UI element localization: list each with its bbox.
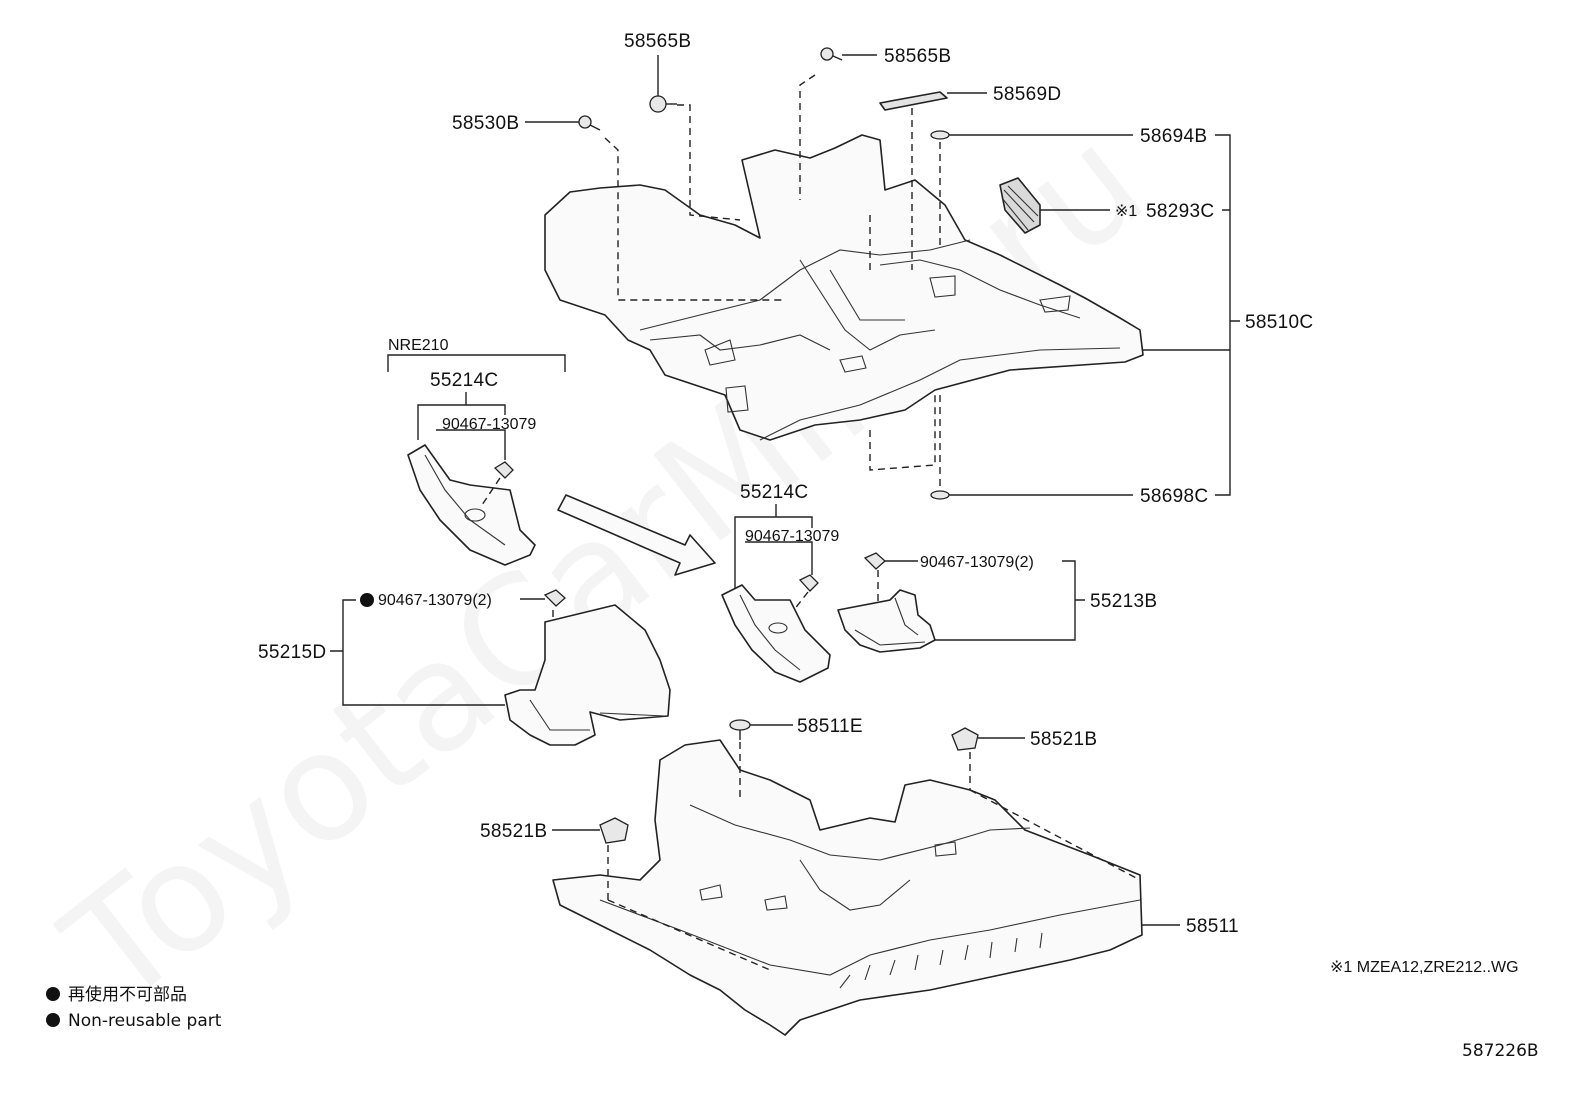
label-58511E: 58511E [797,716,863,737]
footnote-models: ※1 MZEA12,ZRE212..WG [1330,959,1519,976]
label-58569D: 58569D [993,84,1061,105]
bracket-nre210 [387,354,566,372]
floor-silencer-58511 [552,739,1143,1036]
clip-90467-center [798,574,819,592]
non-reusable-dot-left [360,593,374,607]
clip-58521B-right [951,727,979,751]
clip-90467-2-left [543,589,566,607]
label-55214C-center: 55214C [740,482,808,503]
grommet-58698C [930,490,950,500]
clip-58511E [729,719,751,740]
floor-mat-58293C [999,177,1041,234]
scuff-plate-55214C-left [407,444,536,566]
label-58521B-left: 58521B [480,821,547,842]
clip-90467-left [493,461,514,479]
floor-pad-55215D [504,604,671,746]
label-55214C-left: 55214C [430,370,498,391]
legend-en: Non-reusable part [68,1011,222,1031]
label-90467-2-left: 90467-13079(2) [378,592,492,609]
figure-id: 587226B [1462,1041,1539,1061]
floor-pad-55213B [837,589,936,653]
grommet-58694B [930,130,950,140]
label-58565B-top: 58565B [624,31,691,52]
bolt-58565B-right [820,47,843,61]
label-58511: 58511 [1186,916,1239,937]
clip-58521B-left [599,817,629,844]
bracket-58510C [1143,134,1240,496]
label-58530B: 58530B [452,113,519,134]
label-55213B: 55213B [1090,591,1157,612]
front-floor-carpet [544,134,1144,441]
label-58565B-right: 58565B [884,46,951,67]
clip-58565B-top [649,95,677,113]
legend-jp: 再使用不可部品 [68,984,187,1005]
label-58521B-right: 58521B [1030,729,1097,750]
label-58293C: 58293C [1146,201,1214,222]
label-58698C: 58698C [1140,486,1208,507]
scuff-plate-55214C-center [721,584,831,683]
plate-58569D [879,91,948,111]
label-55215D: 55215D [258,642,326,663]
label-90467-left: 90467-13079 [442,416,536,433]
legend-dot-jp [46,987,60,1001]
label-nre210: NRE210 [388,337,449,354]
direction-arrow [557,494,716,576]
clip-90467-2-right [863,552,886,570]
label-90467-center: 90467-13079 [745,528,839,545]
clip-58530B [578,115,601,131]
label-58510C: 58510C [1245,312,1313,333]
label-58293C-mark: ※1 [1115,203,1137,220]
legend-dot-en [46,1013,60,1027]
label-90467-2-right: 90467-13079(2) [920,554,1034,571]
label-58694B: 58694B [1140,126,1207,147]
